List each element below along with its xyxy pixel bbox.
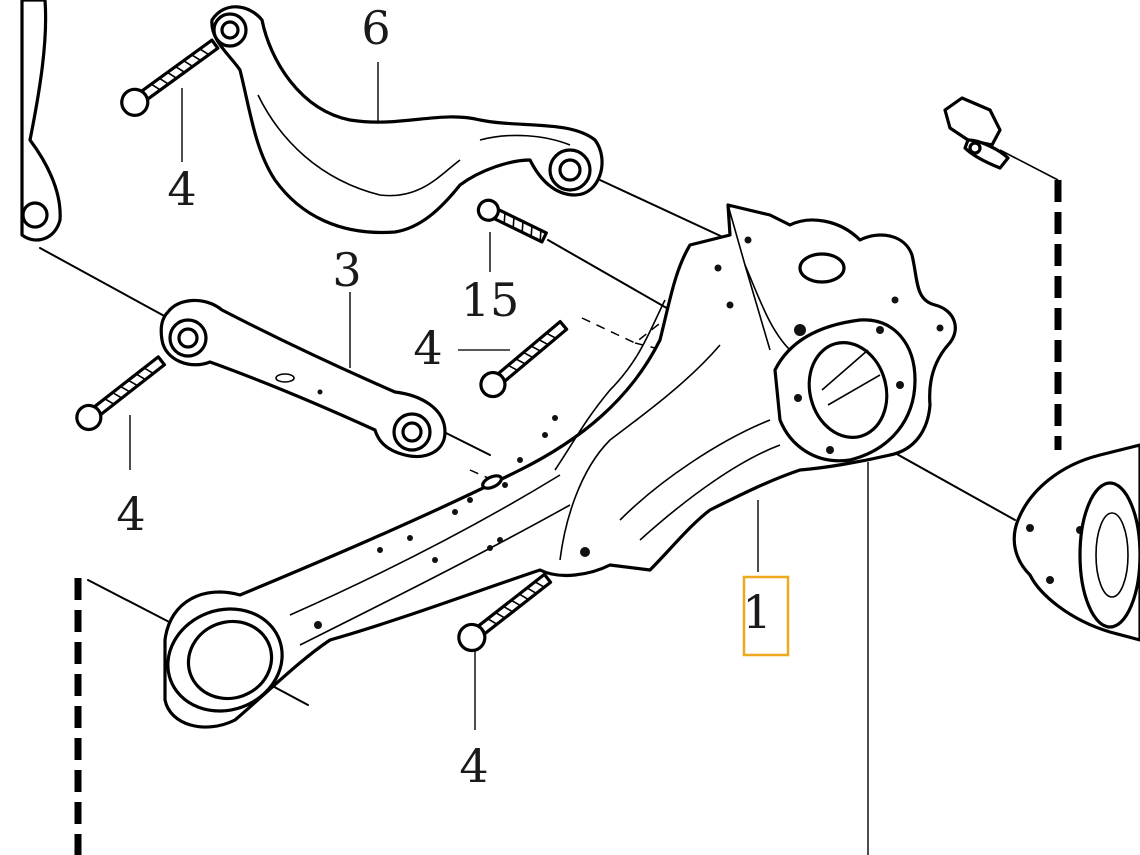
callout-15: 15	[461, 273, 520, 327]
bolt-upper-left	[120, 38, 220, 117]
lower-link-part-3	[159, 298, 447, 458]
bolt-left	[75, 355, 167, 432]
upper-arm-part-6	[210, 5, 604, 235]
callout-1: 1	[742, 585, 771, 639]
left-partial-link	[20, 0, 62, 242]
highlight-box	[742, 575, 790, 657]
wheel-hub-assembly	[1012, 443, 1140, 642]
bolt-middle	[479, 320, 569, 399]
callout-4-left: 4	[116, 487, 145, 541]
callout-1-highlight[interactable]: 1	[742, 575, 790, 657]
callout-4-bottom: 4	[459, 739, 488, 793]
abs-sensor	[943, 96, 1010, 170]
arm-holes	[314, 415, 590, 629]
callout-3: 3	[332, 243, 361, 297]
bolt-15	[476, 198, 548, 244]
callout-4-upper: 4	[167, 162, 196, 216]
trailing-arm-part-1	[163, 203, 957, 729]
callout-6: 6	[361, 1, 390, 55]
callout-4-middle: 4	[413, 321, 442, 375]
bolt-bottom	[457, 572, 553, 653]
